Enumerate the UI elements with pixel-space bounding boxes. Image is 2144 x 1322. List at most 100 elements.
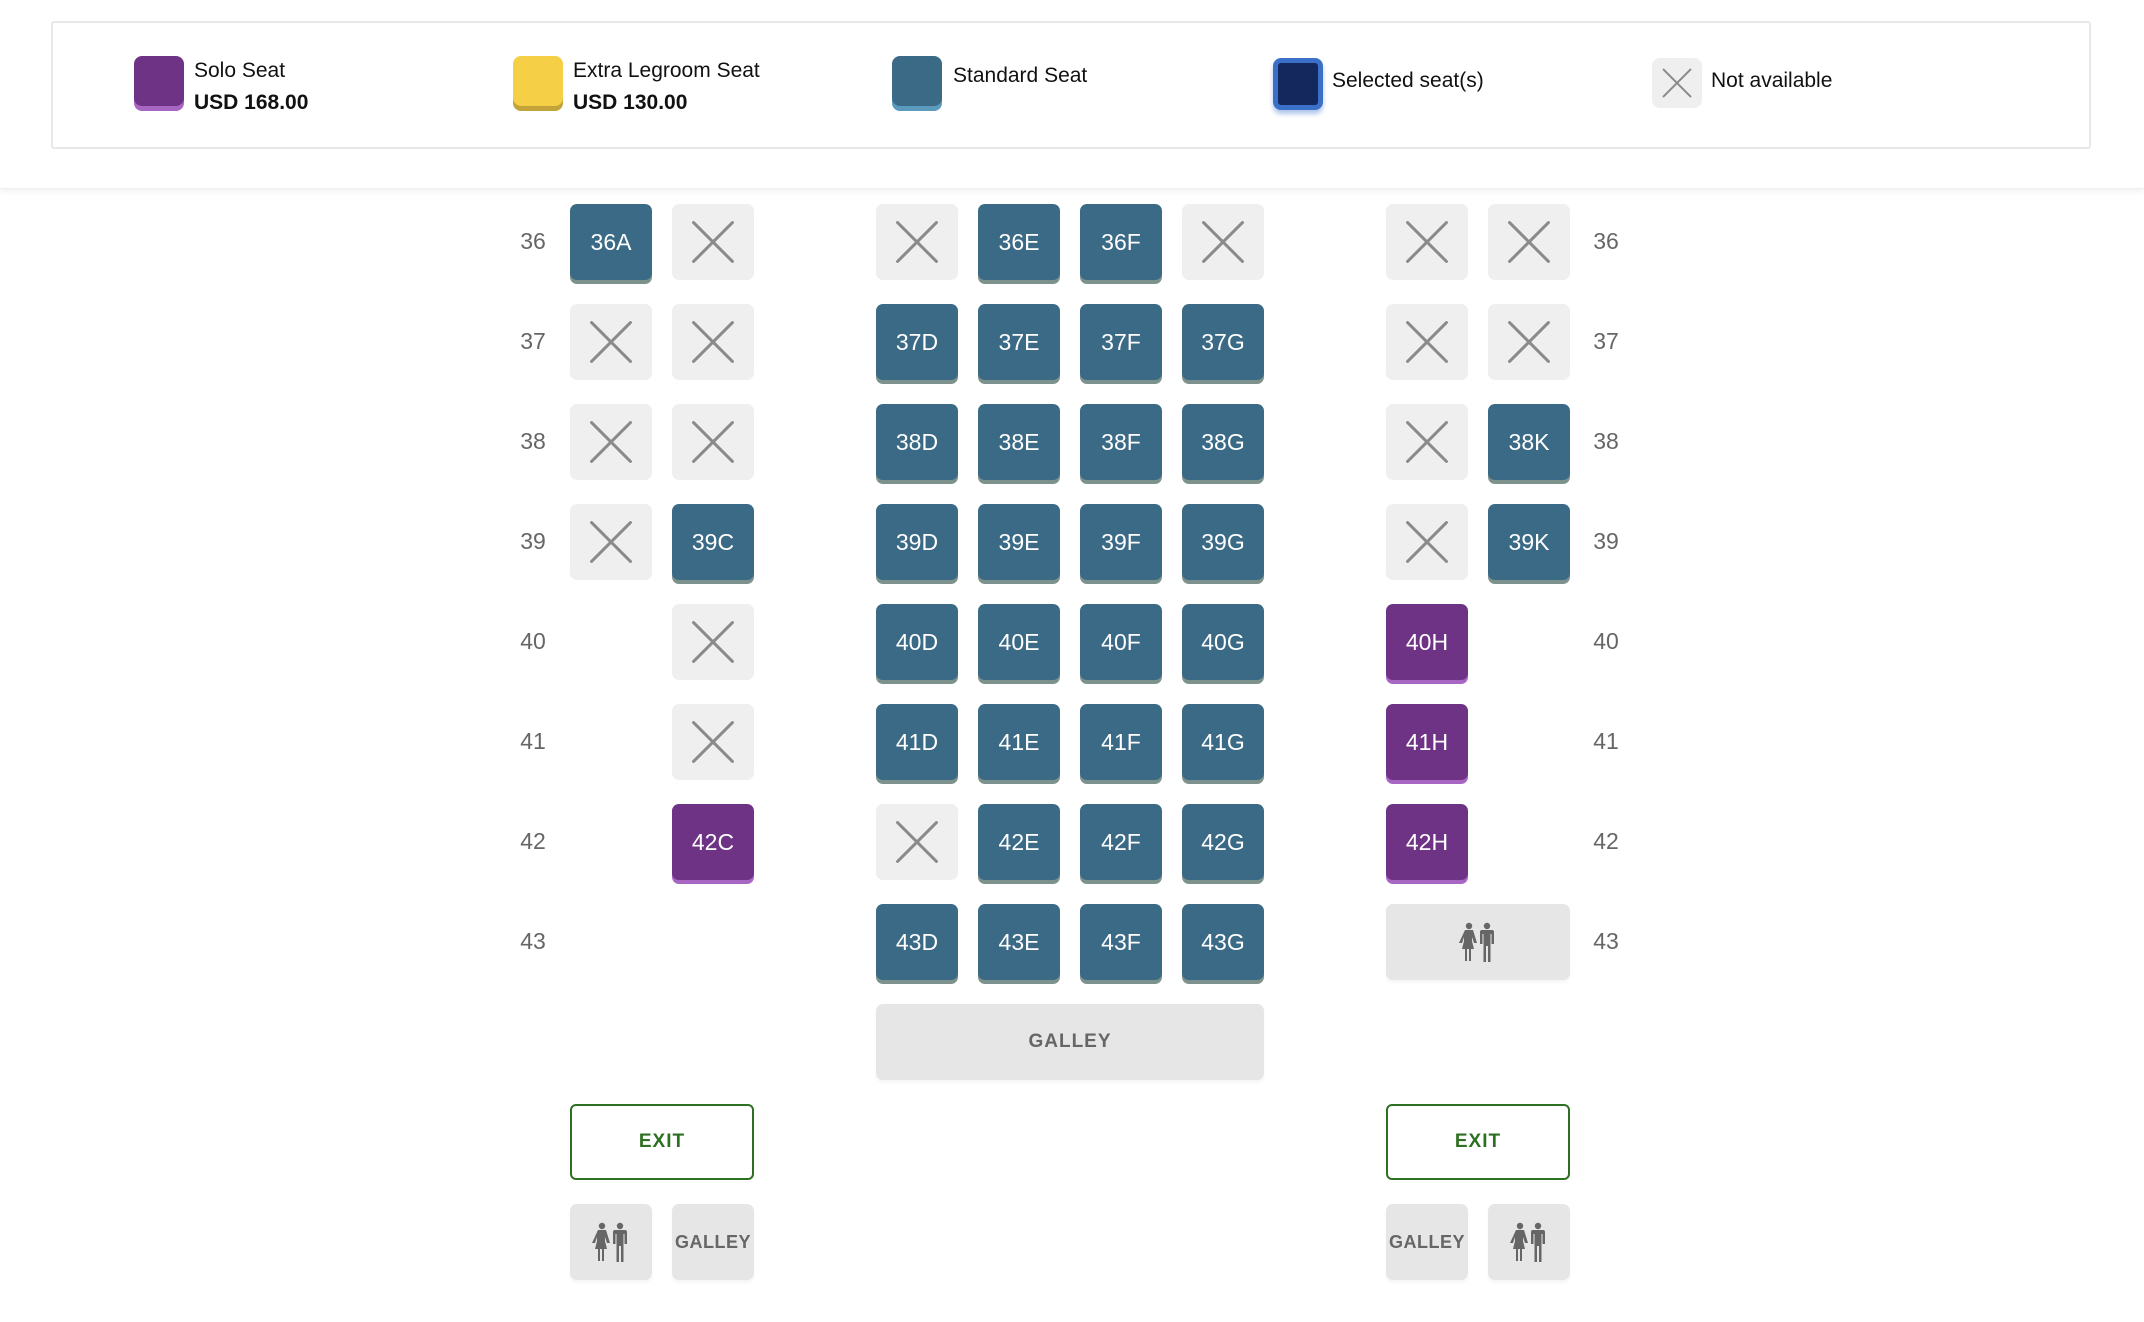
x-icon [691,220,735,264]
lavatory-right-row43 [1386,904,1570,980]
legend-label: Not available [1711,69,1833,92]
seat-40F[interactable]: 40F [1080,604,1162,680]
legend-label: Standard Seat [953,64,1088,87]
seat-43G[interactable]: 43G [1182,904,1264,980]
legend-price: USD 130.00 [573,91,688,114]
legend-label: Solo Seat [194,59,286,82]
seat-36H-unavailable [1386,204,1468,280]
row-label-left: 36 [520,228,546,254]
exit-right: EXIT [1386,1104,1570,1180]
seat-41E[interactable]: 41E [978,704,1060,780]
seat-37F[interactable]: 37F [1080,304,1162,380]
seat-38F[interactable]: 38F [1080,404,1162,480]
row-label-left: 43 [520,928,546,954]
seat-43D[interactable]: 43D [876,904,958,980]
seat-40D[interactable]: 40D [876,604,958,680]
seat-39F[interactable]: 39F [1080,504,1162,580]
lavatory-right [1488,1204,1570,1280]
seat-41F[interactable]: 41F [1080,704,1162,780]
x-icon [895,820,939,864]
row-label-left: 41 [520,728,546,754]
seat-36G-unavailable [1182,204,1264,280]
x-icon [589,520,633,564]
row-label-left: 42 [520,828,546,854]
seat-39D[interactable]: 39D [876,504,958,580]
seat-40G[interactable]: 40G [1182,604,1264,680]
x-icon [1660,66,1694,100]
seat-36F[interactable]: 36F [1080,204,1162,280]
x-icon [1405,520,1449,564]
row-label-left: 37 [520,328,546,354]
legend-price: USD 168.00 [194,91,309,114]
seat-37A-unavailable [570,304,652,380]
lavatory-icon [1510,1222,1545,1262]
seat-36K-unavailable [1488,204,1570,280]
x-icon [1405,220,1449,264]
row-label-right: 39 [1593,528,1619,554]
seat-37K-unavailable [1488,304,1570,380]
selected-seat-icon [1273,58,1323,110]
legend-label: Selected seat(s) [1332,69,1484,92]
seat-37C-unavailable [672,304,754,380]
seat-38C-unavailable [672,404,754,480]
seat-42G[interactable]: 42G [1182,804,1264,880]
galley-right: GALLEY [1386,1204,1468,1280]
seat-39H-unavailable [1386,504,1468,580]
seat-40E[interactable]: 40E [978,604,1060,680]
seat-41D[interactable]: 41D [876,704,958,780]
x-icon [1507,320,1551,364]
seat-36A[interactable]: 36A [570,204,652,280]
lavatory-icon [592,1222,627,1262]
seat-legend-header: Solo Seat USD 168.00 Extra Legroom Seat … [0,0,2144,189]
lavatory-left [570,1204,652,1280]
seat-41H[interactable]: 41H [1386,704,1468,780]
seat-39G[interactable]: 39G [1182,504,1264,580]
row-label-left: 40 [520,628,546,654]
x-icon [895,220,939,264]
legend-label: Extra Legroom Seat [573,59,760,82]
solo-seat-icon [134,56,184,106]
row-label-right: 43 [1593,928,1619,954]
row-label-right: 37 [1593,328,1619,354]
row-label-right: 41 [1593,728,1619,754]
seat-37E[interactable]: 37E [978,304,1060,380]
seat-39K[interactable]: 39K [1488,504,1570,580]
x-icon [1405,420,1449,464]
x-icon [589,320,633,364]
exit-left: EXIT [570,1104,754,1180]
seat-42H[interactable]: 42H [1386,804,1468,880]
seat-38E[interactable]: 38E [978,404,1060,480]
x-icon [1201,220,1245,264]
row-label-right: 40 [1593,628,1619,654]
seat-38D[interactable]: 38D [876,404,958,480]
seat-43F[interactable]: 43F [1080,904,1162,980]
seat-36D-unavailable [876,204,958,280]
x-icon [1507,220,1551,264]
extra-legroom-seat-icon [513,56,563,106]
seat-39E[interactable]: 39E [978,504,1060,580]
seat-41G[interactable]: 41G [1182,704,1264,780]
seat-38G[interactable]: 38G [1182,404,1264,480]
x-icon [1405,320,1449,364]
standard-seat-icon [892,56,942,106]
seat-38A-unavailable [570,404,652,480]
x-icon [691,320,735,364]
seat-40H[interactable]: 40H [1386,604,1468,680]
seat-42D-unavailable [876,804,958,880]
row-label-right: 42 [1593,828,1619,854]
seat-42E[interactable]: 42E [978,804,1060,880]
seat-42C[interactable]: 42C [672,804,754,880]
seat-39C[interactable]: 39C [672,504,754,580]
seat-37G[interactable]: 37G [1182,304,1264,380]
seat-40C-unavailable [672,604,754,680]
seat-36E[interactable]: 36E [978,204,1060,280]
row-label-right: 38 [1593,428,1619,454]
lavatory-icon [1459,922,1494,962]
seat-38K[interactable]: 38K [1488,404,1570,480]
seat-42F[interactable]: 42F [1080,804,1162,880]
seat-37H-unavailable [1386,304,1468,380]
seat-43E[interactable]: 43E [978,904,1060,980]
center-galley: GALLEY [876,1004,1264,1080]
seat-41C-unavailable [672,704,754,780]
seat-37D[interactable]: 37D [876,304,958,380]
